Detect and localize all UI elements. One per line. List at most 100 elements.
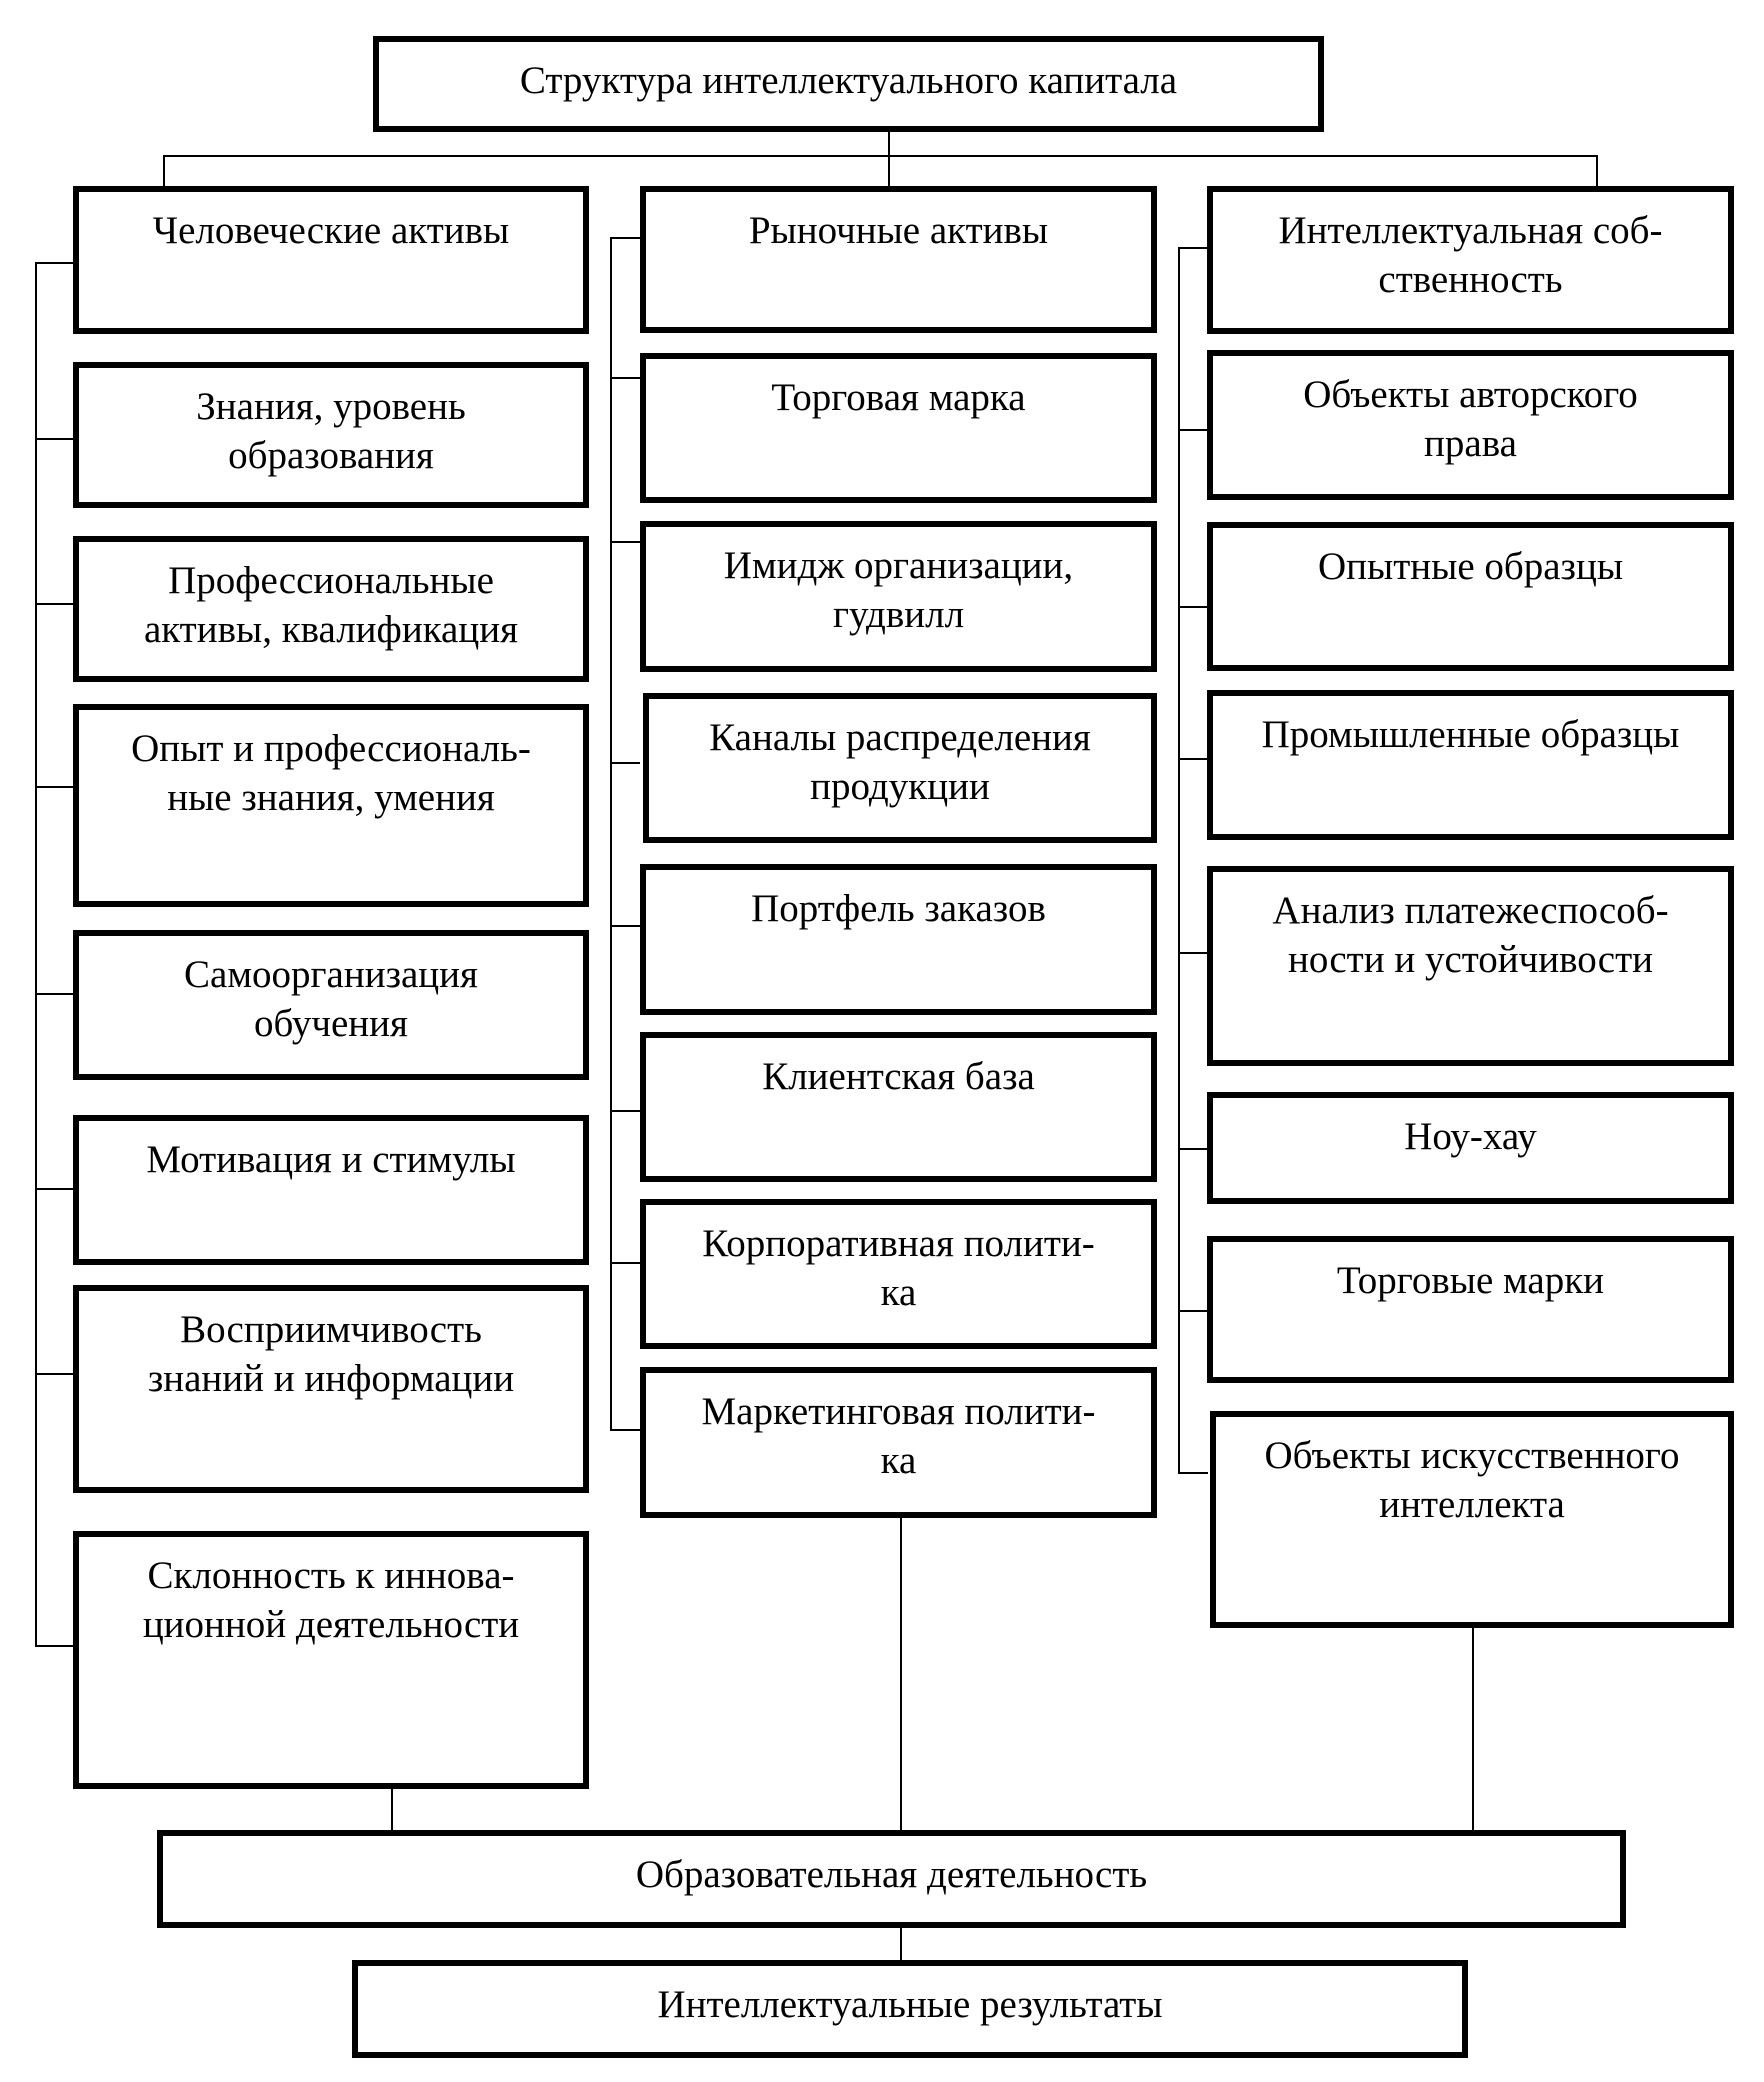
node-label: интеллекта: [1379, 1483, 1565, 1526]
child-node: Торговая марка: [640, 353, 1157, 503]
connector: [610, 1110, 640, 1112]
node-label: ственность: [1378, 258, 1563, 301]
connector: [900, 1515, 902, 1831]
node-label: Объекты искусственного: [1264, 1434, 1680, 1477]
connector: [610, 237, 612, 1430]
child-node: Каналы распределения продукции: [643, 693, 1157, 843]
child-node: Анализ платежеспособ- ности и устойчивос…: [1207, 866, 1734, 1066]
root-node: Структура интеллектуального капитала: [373, 36, 1324, 132]
node-label: Склонность к иннова-: [147, 1554, 515, 1597]
child-node: Мотивация и стимулы: [73, 1115, 589, 1265]
child-node: Портфель заказов: [640, 864, 1157, 1015]
child-node: Профессиональные активы, квалификация: [73, 536, 589, 682]
connector: [35, 603, 75, 605]
connector: [163, 155, 165, 186]
node-label: Опыт и профессиональ-: [131, 727, 531, 770]
node-label: Торговые марки: [1336, 1259, 1605, 1302]
connector: [900, 1926, 902, 1962]
node-label: знаний и информации: [147, 1357, 515, 1400]
connector: [1178, 606, 1208, 608]
child-node: Объекты авторского права: [1207, 350, 1734, 500]
node-label: Самоорганизация: [184, 953, 478, 996]
column-header-node: Интеллектуальная соб- ственность: [1207, 186, 1734, 334]
connector: [35, 262, 37, 1646]
connector: [1596, 155, 1598, 186]
connector: [35, 1373, 75, 1375]
node-label: гудвилл: [832, 593, 965, 636]
child-node: Торговые марки: [1207, 1236, 1734, 1383]
activity-node: Образовательная деятельность: [157, 1830, 1626, 1928]
node-label: Интеллектуальные результаты: [657, 1983, 1163, 2026]
child-node: Знания, уровень образования: [73, 362, 589, 508]
node-label: активы, квалификация: [143, 608, 519, 651]
node-label: Мотивация и стимулы: [146, 1138, 516, 1181]
node-label: Промышленные образцы: [1261, 713, 1680, 756]
child-node: Корпоративная полити- ка: [640, 1199, 1157, 1349]
connector: [1472, 1626, 1474, 1831]
connector: [35, 786, 75, 788]
connector: [1178, 1310, 1208, 1312]
node-label: Маркетинговая полити-: [701, 1390, 1096, 1433]
node-label: Человеческие активы: [152, 209, 510, 252]
child-node: Склонность к иннова- ционной деятельност…: [73, 1531, 589, 1789]
child-node: Объекты искусственного интеллекта: [1210, 1411, 1734, 1628]
node-label: Анализ платежеспособ-: [1272, 889, 1669, 932]
child-node: Опыт и профессиональ- ные знания, умения: [73, 704, 589, 907]
child-node: Маркетинговая полити- ка: [640, 1367, 1157, 1518]
connector: [35, 1645, 75, 1647]
node-label: Торговая марка: [771, 376, 1026, 419]
child-node: Клиентская база: [640, 1032, 1157, 1182]
node-label: Знания, уровень: [196, 385, 466, 428]
node-label: образования: [228, 434, 434, 477]
node-label: ности и устойчивости: [1288, 938, 1653, 981]
child-node: Восприимчивость знаний и информации: [73, 1285, 589, 1493]
connector: [1178, 952, 1208, 954]
node-label: Интеллектуальная соб-: [1278, 209, 1663, 252]
connector: [888, 132, 890, 186]
connector: [1178, 1472, 1208, 1474]
connector: [1178, 247, 1180, 1473]
node-label: Профессиональные: [168, 559, 494, 602]
connector: [391, 1786, 393, 1831]
connector: [610, 1429, 640, 1431]
connector: [610, 1262, 640, 1264]
node-label: Опытные образцы: [1317, 545, 1624, 588]
node-label: Клиентская база: [762, 1055, 1035, 1098]
node-label: Корпоративная полити-: [702, 1222, 1095, 1265]
node-label: Структура интеллектуального капитала: [519, 59, 1178, 102]
child-node: Ноу-хау: [1207, 1092, 1734, 1204]
connector: [1178, 758, 1208, 760]
connector: [35, 993, 75, 995]
child-node: Самоорганизация обучения: [73, 930, 589, 1080]
node-label: ка: [880, 1271, 917, 1314]
node-label: Каналы распределения: [709, 716, 1091, 759]
connector: [610, 925, 640, 927]
node-label: Восприимчивость: [180, 1308, 482, 1351]
results-node: Интеллектуальные результаты: [352, 1960, 1468, 2058]
connector: [610, 237, 640, 239]
child-node: Имидж организации, гудвилл: [640, 521, 1157, 672]
column-header-node: Рыночные активы: [640, 186, 1157, 333]
node-label: продукции: [810, 765, 990, 808]
node-label: Ноу-хау: [1404, 1115, 1537, 1158]
connector: [35, 438, 75, 440]
connector: [1178, 429, 1208, 431]
connector: [610, 762, 640, 764]
node-label: ка: [880, 1439, 917, 1482]
connector: [610, 541, 640, 543]
connector: [163, 155, 1598, 157]
connector: [35, 1188, 75, 1190]
connector: [35, 262, 75, 264]
connector: [610, 377, 640, 379]
column-header-node: Человеческие активы: [73, 186, 589, 334]
node-label: Объекты авторского: [1303, 373, 1638, 416]
node-label: права: [1424, 422, 1517, 465]
child-node: Промышленные образцы: [1207, 690, 1734, 840]
connector: [1178, 1148, 1208, 1150]
node-label: ные знания, умения: [167, 776, 495, 819]
node-label: обучения: [254, 1002, 408, 1045]
connector: [1178, 247, 1208, 249]
node-label: Имидж организации,: [723, 544, 1074, 587]
node-label: Образовательная деятельность: [635, 1853, 1148, 1896]
node-label: Портфель заказов: [751, 887, 1046, 930]
